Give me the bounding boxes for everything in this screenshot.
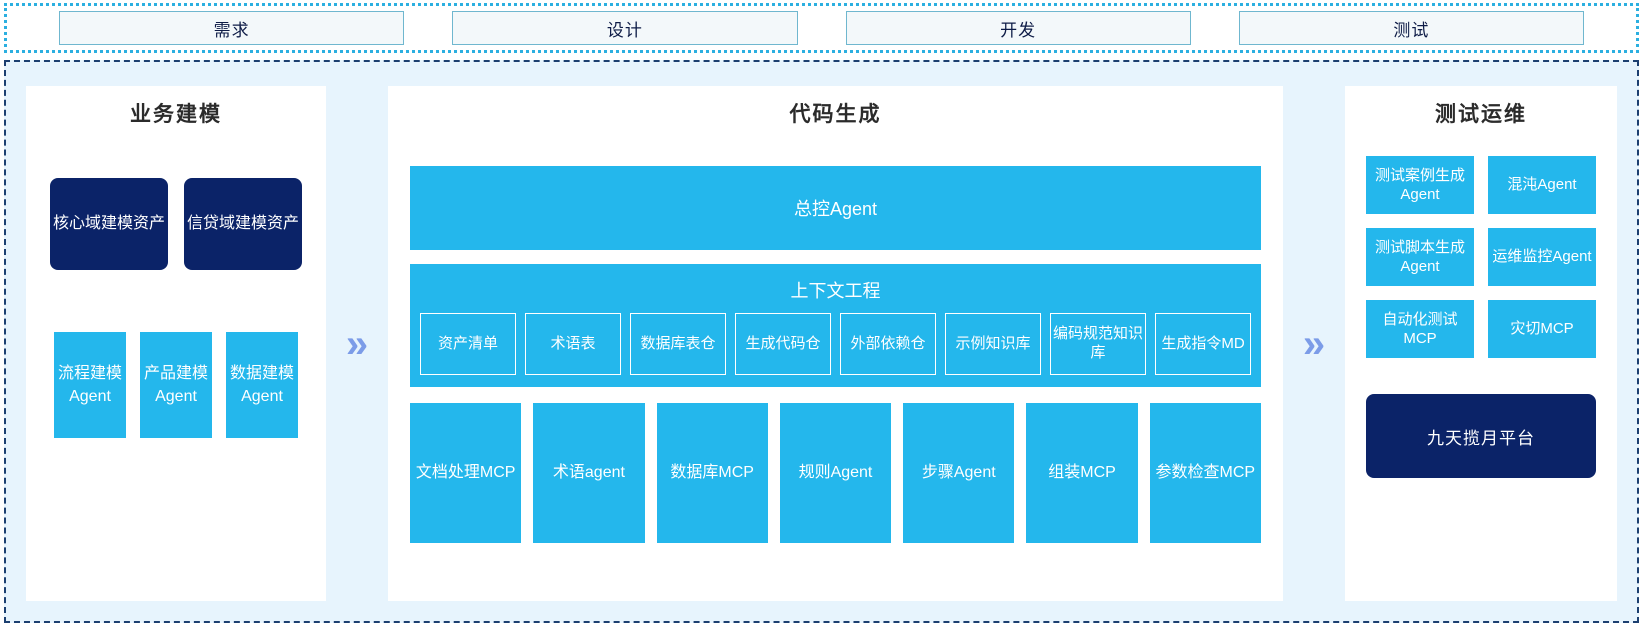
tool-card-label: 步骤Agent: [921, 463, 996, 481]
test-operations-grid: 测试案例生成Agent 混沌Agent 测试脚本生成Agent 运维监控Agen…: [1366, 156, 1596, 358]
context-chip-label: 术语表: [550, 334, 596, 352]
tool-card-rule-agent[interactable]: 规则Agent: [779, 403, 892, 543]
tool-card-label: 参数检查MCP: [1155, 463, 1256, 481]
stage-item-development[interactable]: 开发: [845, 11, 1191, 45]
panel-title-business-modeling: 业务建模: [130, 103, 222, 126]
stage-label: 设计: [606, 20, 643, 40]
context-chip-db-table-repo[interactable]: 数据库表仓: [630, 313, 726, 375]
context-chip-label: 生成代码仓: [745, 334, 821, 352]
ops-box-label: 自动化测试MCP: [1382, 310, 1458, 348]
stage-item-design[interactable]: 设计: [452, 11, 798, 45]
chevron-glyph: »: [345, 321, 369, 366]
ops-box-test-case-generation-agent[interactable]: 测试案例生成Agent: [1366, 156, 1474, 214]
context-chip-generated-code-repo[interactable]: 生成代码仓: [735, 313, 831, 375]
tool-card-glossary-agent[interactable]: 术语agent: [533, 403, 645, 543]
context-chip-external-dependency-repo[interactable]: 外部依赖仓: [840, 313, 936, 375]
tool-card-database-mcp[interactable]: 数据库MCP: [656, 403, 768, 543]
context-engineering-section: 上下文工程 资产清单 术语表 数据库表仓 生成代码仓 外部依赖仓: [410, 264, 1261, 387]
context-chip-glossary[interactable]: 术语表: [525, 313, 621, 375]
agent-label: 流程建模Agent: [57, 364, 122, 405]
stage-bar: 需求 设计 开发 测试: [4, 3, 1639, 53]
tool-card-label: 规则Agent: [798, 463, 873, 481]
ops-box-test-script-generation-agent[interactable]: 测试脚本生成Agent: [1366, 228, 1474, 286]
context-chip-generation-instruction-md[interactable]: 生成指令MD: [1155, 313, 1251, 375]
context-chip-example-knowledge-base[interactable]: 示例知识库: [945, 313, 1041, 375]
tool-card-parameter-check-mcp[interactable]: 参数检查MCP: [1149, 403, 1261, 543]
asset-label: 信贷域建模资产: [186, 215, 299, 233]
tool-card-label: 组装MCP: [1048, 463, 1116, 481]
ops-box-label: 运维监控Agent: [1492, 248, 1592, 266]
double-chevron-right-icon: »: [1283, 86, 1345, 601]
asset-box-credit-domain[interactable]: 信贷域建模资产: [184, 178, 302, 270]
ops-box-disaster-switch-mcp[interactable]: 灾切MCP: [1488, 300, 1596, 358]
panel-test-operations: 测试运维 测试案例生成Agent 混沌Agent 测试脚本生成Agent 运维监…: [1345, 86, 1617, 601]
ops-box-label: 灾切MCP: [1510, 320, 1574, 338]
asset-label: 核心域建模资产: [52, 215, 165, 233]
agent-box-process-modeling[interactable]: 流程建模Agent: [54, 332, 126, 438]
context-chip-coding-standard-knowledge-base[interactable]: 编码规范知识库: [1050, 313, 1146, 375]
code-generation-content: 总控Agent 上下文工程 资产清单 术语表 数据库表仓 生成代码仓: [410, 134, 1261, 543]
panel-business-modeling: 业务建模 核心域建模资产 信贷域建模资产 流程建模Agent 产品建模Agent…: [26, 86, 326, 601]
ops-box-label: 测试案例生成Agent: [1374, 166, 1465, 204]
architecture-diagram-container: 业务建模 核心域建模资产 信贷域建模资产 流程建模Agent 产品建模Agent…: [4, 60, 1639, 623]
stage-item-requirements[interactable]: 需求: [59, 11, 405, 45]
platform-box-jiutian-lanyue[interactable]: 九天揽月平台: [1366, 394, 1596, 478]
business-assets-group: 核心域建模资产 信贷域建模资产: [50, 178, 302, 270]
ops-box-chaos-agent[interactable]: 混沌Agent: [1488, 156, 1596, 214]
ops-box-label: 测试脚本生成Agent: [1374, 238, 1465, 276]
context-chip-label: 资产清单: [437, 334, 498, 352]
context-chip-label: 外部依赖仓: [850, 334, 926, 352]
stage-item-testing[interactable]: 测试: [1238, 11, 1584, 45]
stage-label: 开发: [1000, 20, 1037, 40]
tool-card-document-processing-mcp[interactable]: 文档处理MCP: [410, 403, 522, 543]
agent-box-product-modeling[interactable]: 产品建模Agent: [140, 332, 212, 438]
agent-box-data-modeling[interactable]: 数据建模Agent: [226, 332, 298, 438]
agent-label: 产品建模Agent: [143, 364, 208, 405]
master-agent-label: 总控Agent: [793, 199, 878, 219]
tool-card-label: 数据库MCP: [670, 463, 754, 481]
double-chevron-right-icon: »: [326, 86, 388, 601]
chevron-glyph: »: [1302, 321, 1326, 366]
business-agents-group: 流程建模Agent 产品建模Agent 数据建模Agent: [54, 332, 298, 438]
context-chip-label: 数据库表仓: [640, 334, 716, 352]
ops-box-ops-monitoring-agent[interactable]: 运维监控Agent: [1488, 228, 1596, 286]
context-chip-label: 示例知识库: [955, 334, 1031, 352]
stage-label: 测试: [1393, 20, 1430, 40]
agent-label: 数据建模Agent: [229, 364, 294, 405]
asset-box-core-domain[interactable]: 核心域建模资产: [50, 178, 168, 270]
panel-title-code-generation: 代码生成: [789, 103, 882, 126]
panel-title-test-operations: 测试运维: [1435, 103, 1527, 126]
code-generation-tools-row: 文档处理MCP 术语agent 数据库MCP 规则Agent 步骤Agent 组…: [410, 403, 1261, 543]
tool-card-step-agent[interactable]: 步骤Agent: [903, 403, 1015, 543]
context-engineering-title: 上下文工程: [790, 281, 881, 301]
tool-card-assembly-mcp[interactable]: 组装MCP: [1026, 403, 1138, 543]
ops-box-automated-test-mcp[interactable]: 自动化测试MCP: [1366, 300, 1474, 358]
context-chip-label: 编码规范知识库: [1053, 325, 1144, 361]
tool-card-label: 文档处理MCP: [415, 463, 516, 481]
context-chip-asset-inventory[interactable]: 资产清单: [420, 313, 516, 375]
panel-code-generation: 代码生成 总控Agent 上下文工程 资产清单 术语表 数据库表仓: [388, 86, 1283, 601]
stage-label: 需求: [213, 20, 250, 40]
master-agent-banner[interactable]: 总控Agent: [410, 166, 1261, 250]
context-chip-label: 生成指令MD: [1161, 334, 1245, 352]
ops-box-label: 混沌Agent: [1507, 176, 1577, 194]
context-engineering-items: 资产清单 术语表 数据库表仓 生成代码仓 外部依赖仓 示例知: [420, 313, 1251, 375]
tool-card-label: 术语agent: [552, 463, 625, 481]
platform-label: 九天揽月平台: [1427, 428, 1535, 448]
